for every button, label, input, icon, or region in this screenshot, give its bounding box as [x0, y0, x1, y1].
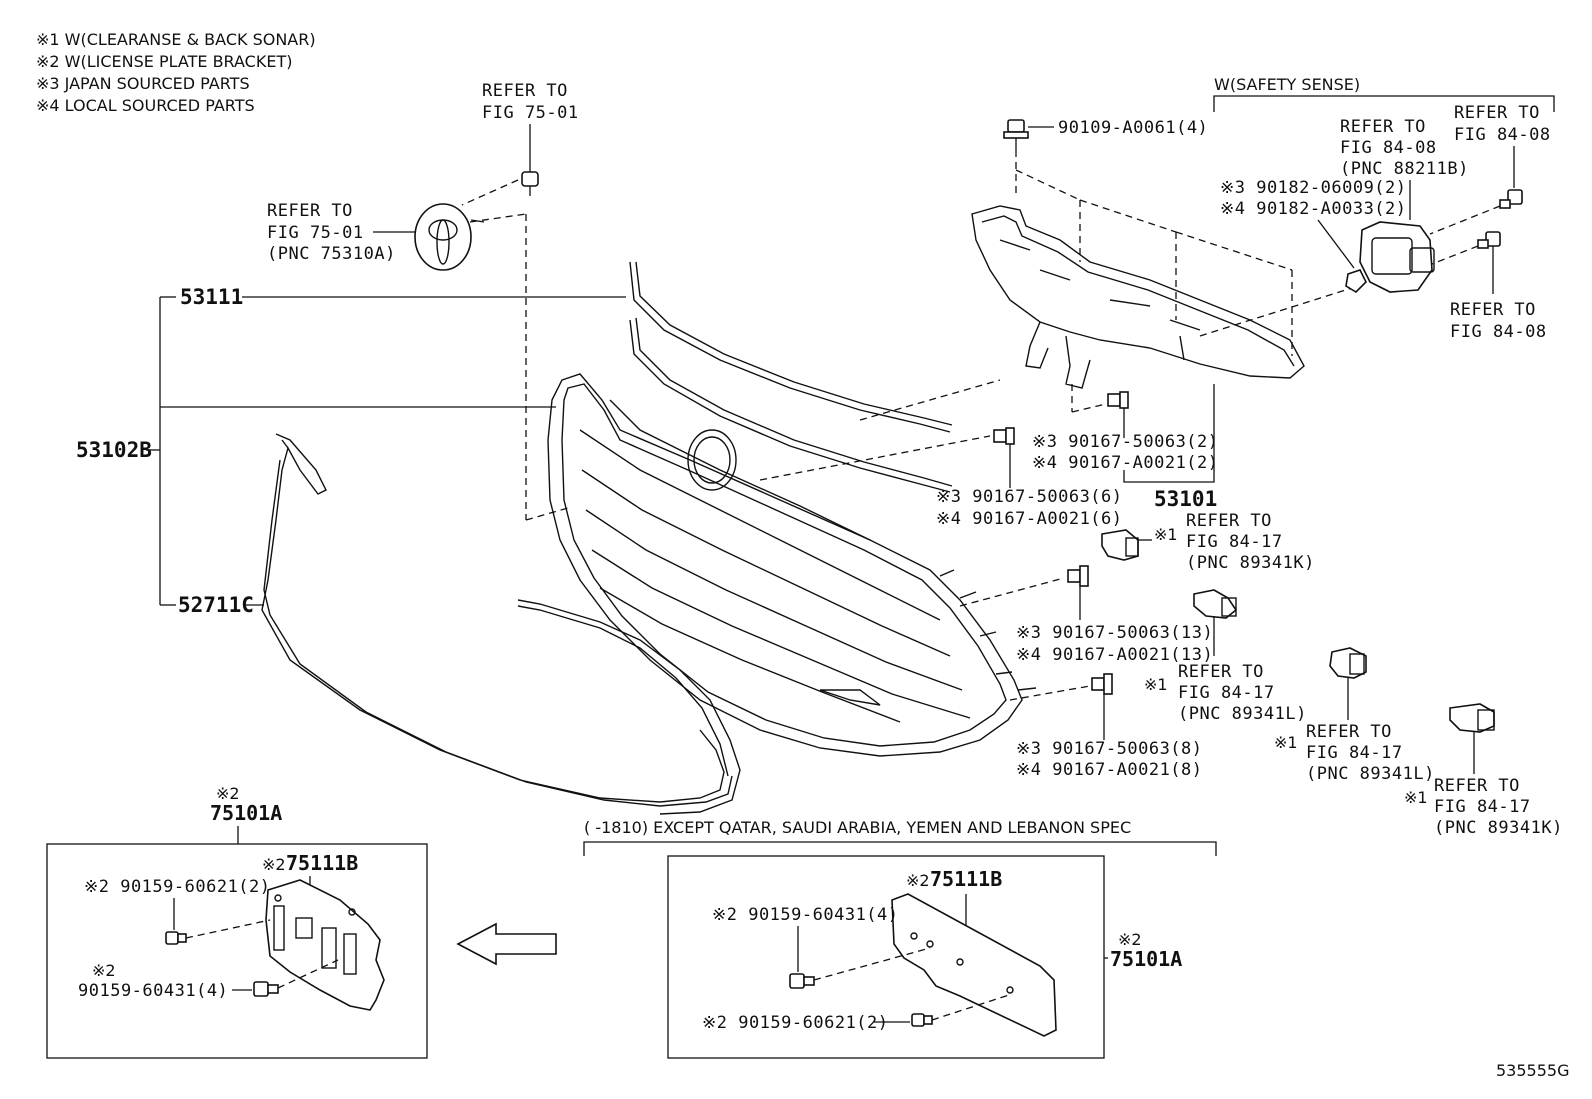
- bolt-icon: [911, 1013, 933, 1027]
- bolt-icon: [1499, 189, 1523, 209]
- ref-sonar1-line3: (PNC 89341K): [1186, 553, 1315, 573]
- ref-emblem-bolt-line2: FIG 75-01: [482, 103, 579, 123]
- ref-sonar1-line2: FIG 84-17: [1186, 532, 1283, 552]
- ref-bolt-r-line2: FIG 84-08: [1450, 322, 1547, 342]
- fastener-50063-8: ※3 90167-50063(8): [1016, 739, 1203, 759]
- note-4: ※4 LOCAL SOURCED PARTS: [36, 96, 255, 115]
- part-75111b-right: 75111B: [930, 867, 1002, 891]
- fastener-a0021-8: ※4 90167-A0021(8): [1016, 760, 1203, 780]
- bolt-icon: [1067, 565, 1089, 587]
- bolt-icon: [1107, 391, 1129, 409]
- fastener-a0021-13: ※4 90167-A0021(13): [1016, 645, 1213, 665]
- part-52711c: 52711C: [178, 593, 254, 617]
- bolt-icon: [789, 973, 815, 989]
- bolt-icon: [1091, 673, 1113, 695]
- ref-emblem-line1: REFER TO: [267, 201, 353, 221]
- figure-code: 535555G: [1496, 1061, 1569, 1080]
- fastener-a0021-2: ※4 90167-A0021(2): [1032, 453, 1219, 473]
- ref-emblem-line3: (PNC 75310A): [267, 244, 396, 264]
- bolt-icon: [1477, 231, 1501, 249]
- ref-sonar4-line2: FIG 84-17: [1434, 797, 1531, 817]
- bolt-icon: [1003, 119, 1029, 150]
- mark-60431-left: ※2: [92, 961, 116, 980]
- nut-icon: [1345, 269, 1367, 294]
- mark-75101a-right: ※2: [1118, 930, 1142, 949]
- ref-sensor-line2: FIG 84-08: [1340, 138, 1437, 158]
- emblem-logo-icon: [414, 203, 485, 271]
- bolt-icon: [253, 981, 279, 997]
- safety-sensor-part: [1359, 221, 1435, 293]
- fastener-50063-13: ※3 90167-50063(13): [1016, 623, 1213, 643]
- part-53111: 53111: [180, 285, 243, 309]
- note-3: ※3 JAPAN SOURCED PARTS: [36, 74, 250, 93]
- sonar-sensor-part: [1449, 703, 1495, 733]
- fastener-a0021-6: ※4 90167-A0021(6): [936, 509, 1123, 529]
- ref-sonar4-line1: REFER TO: [1434, 776, 1520, 796]
- license-bracket-part: [265, 879, 385, 1011]
- fastener-60621-right: ※2 90159-60621(2): [702, 1013, 889, 1033]
- sonar-sensor-part: [1193, 589, 1238, 619]
- part-53101: 53101: [1154, 487, 1217, 511]
- mark-sonar-2: ※1: [1144, 675, 1168, 694]
- license-bracket-box-left: [46, 843, 428, 1059]
- ref-sensor-line1: REFER TO: [1340, 117, 1426, 137]
- fastener-60621-left: ※2 90159-60621(2): [84, 877, 271, 897]
- note-1: ※1 W(CLEARANSE & BACK SONAR): [36, 30, 316, 49]
- part-53102b: 53102B: [76, 438, 152, 462]
- lower-molding-part: [261, 433, 741, 815]
- mark-sonar-3: ※1: [1274, 733, 1298, 752]
- fastener-06009: ※3 90182-06009(2): [1220, 178, 1407, 198]
- bolt-icon: [993, 427, 1015, 445]
- ref-emblem-bolt-line1: REFER TO: [482, 81, 568, 101]
- part-75101a-right: 75101A: [1110, 947, 1182, 971]
- fastener-60431-left: 90159-60431(4): [78, 981, 228, 1001]
- fastener-50063-6: ※3 90167-50063(6): [936, 487, 1123, 507]
- mark-sonar-4: ※1: [1404, 788, 1428, 807]
- fastener-60431-right: ※2 90159-60431(4): [712, 905, 899, 925]
- ref-sensor-line3: (PNC 88211B): [1340, 159, 1469, 179]
- group-except-spec: ( -1810) EXCEPT QATAR, SAUDI ARABIA, YEM…: [584, 818, 1131, 837]
- mark-75111b-left: ※2: [262, 855, 286, 874]
- ref-sonar4-line3: (PNC 89341K): [1434, 818, 1563, 838]
- mark-75101a-left: ※2: [216, 784, 240, 803]
- ref-sonar2-line2: FIG 84-17: [1178, 683, 1275, 703]
- ref-sonar3-line1: REFER TO: [1306, 722, 1392, 742]
- bolt-icon: [165, 931, 187, 945]
- mark-sonar-1: ※1: [1154, 525, 1178, 544]
- mark-75111b-right: ※2: [906, 871, 930, 890]
- arrow-left-icon: [456, 922, 557, 966]
- group-safety-sense: W(SAFETY SENSE): [1214, 75, 1360, 94]
- ref-sonar1-line1: REFER TO: [1186, 511, 1272, 531]
- grille-support-part: [971, 205, 1305, 389]
- fastener-a0033: ※4 90182-A0033(2): [1220, 199, 1407, 219]
- part-75111b-left: 75111B: [286, 851, 358, 875]
- sonar-sensor-part: [1101, 529, 1139, 561]
- fastener-50063-2: ※3 90167-50063(2): [1032, 432, 1219, 452]
- ref-sonar2-line1: REFER TO: [1178, 662, 1264, 682]
- fastener-90109: 90109-A0061(4): [1058, 118, 1208, 138]
- note-2: ※2 W(LICENSE PLATE BRACKET): [36, 52, 292, 71]
- part-75101a-left: 75101A: [210, 801, 282, 825]
- ref-bolt-tr-line1: REFER TO: [1454, 103, 1540, 123]
- ref-sonar3-line3: (PNC 89341L): [1306, 764, 1435, 784]
- ref-bolt-tr-line2: FIG 84-08: [1454, 125, 1551, 145]
- ref-sonar2-line3: (PNC 89341L): [1178, 704, 1307, 724]
- ref-sonar3-line2: FIG 84-17: [1306, 743, 1403, 763]
- license-plate-part: [891, 893, 1057, 1037]
- license-bracket-box-right: [667, 855, 1105, 1059]
- ref-emblem-line2: FIG 75-01: [267, 223, 364, 243]
- sonar-sensor-part: [1329, 647, 1367, 679]
- front-grille-part: [547, 261, 1037, 757]
- ref-bolt-r-line1: REFER TO: [1450, 300, 1536, 320]
- emblem-clip-icon: [521, 171, 539, 196]
